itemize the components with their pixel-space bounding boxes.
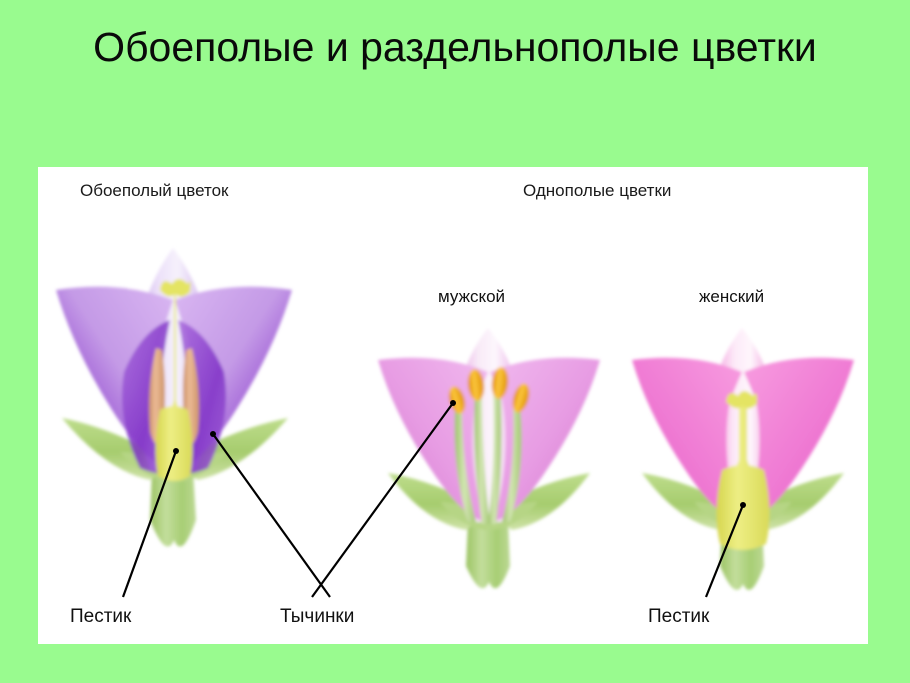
bisexual-ovary-yellow [155, 406, 193, 481]
male-anther-2 [467, 369, 485, 401]
flower-female [632, 328, 854, 590]
part-label-pistil-left: Пестик [70, 606, 132, 627]
female-petal-left [632, 357, 742, 522]
section-header-unisexual: Однополые цветки [523, 181, 672, 200]
leader-stamens-bisexual [212, 433, 331, 598]
section-header-bisexual: Обоеполый цветок [80, 181, 229, 200]
female-petal-right [744, 357, 854, 522]
leader-pistil-right [704, 504, 745, 598]
leader-dots [173, 400, 746, 508]
male-filament-1 [454, 408, 476, 522]
male-anther-4 [512, 383, 530, 413]
male-anther-1 [448, 386, 466, 414]
flower-label-female: женский [699, 287, 765, 306]
female-stigma [726, 391, 758, 409]
flower-bisexual [56, 248, 292, 547]
male-filament-2 [474, 388, 490, 524]
male-sepal-inner-left [440, 502, 489, 530]
male-sepal-inner-right [489, 502, 538, 530]
bisexual-stigma [160, 279, 191, 297]
leader-stamens-male [311, 402, 454, 598]
part-label-stamens: Тычинки [280, 606, 355, 627]
leader-pistil-left [121, 450, 178, 598]
part-label-pistil-right: Пестик [648, 606, 710, 627]
leader-lines [121, 402, 745, 598]
male-stem [466, 520, 510, 589]
male-filament-3 [488, 385, 502, 524]
male-anther-3 [491, 367, 509, 399]
flower-male [378, 328, 600, 589]
male-filament-4 [502, 405, 522, 522]
page-title: Обоеполые и раздельнополые цветки [93, 24, 817, 70]
flower-label-male: мужской [438, 287, 506, 306]
bisexual-ovary [150, 470, 196, 547]
